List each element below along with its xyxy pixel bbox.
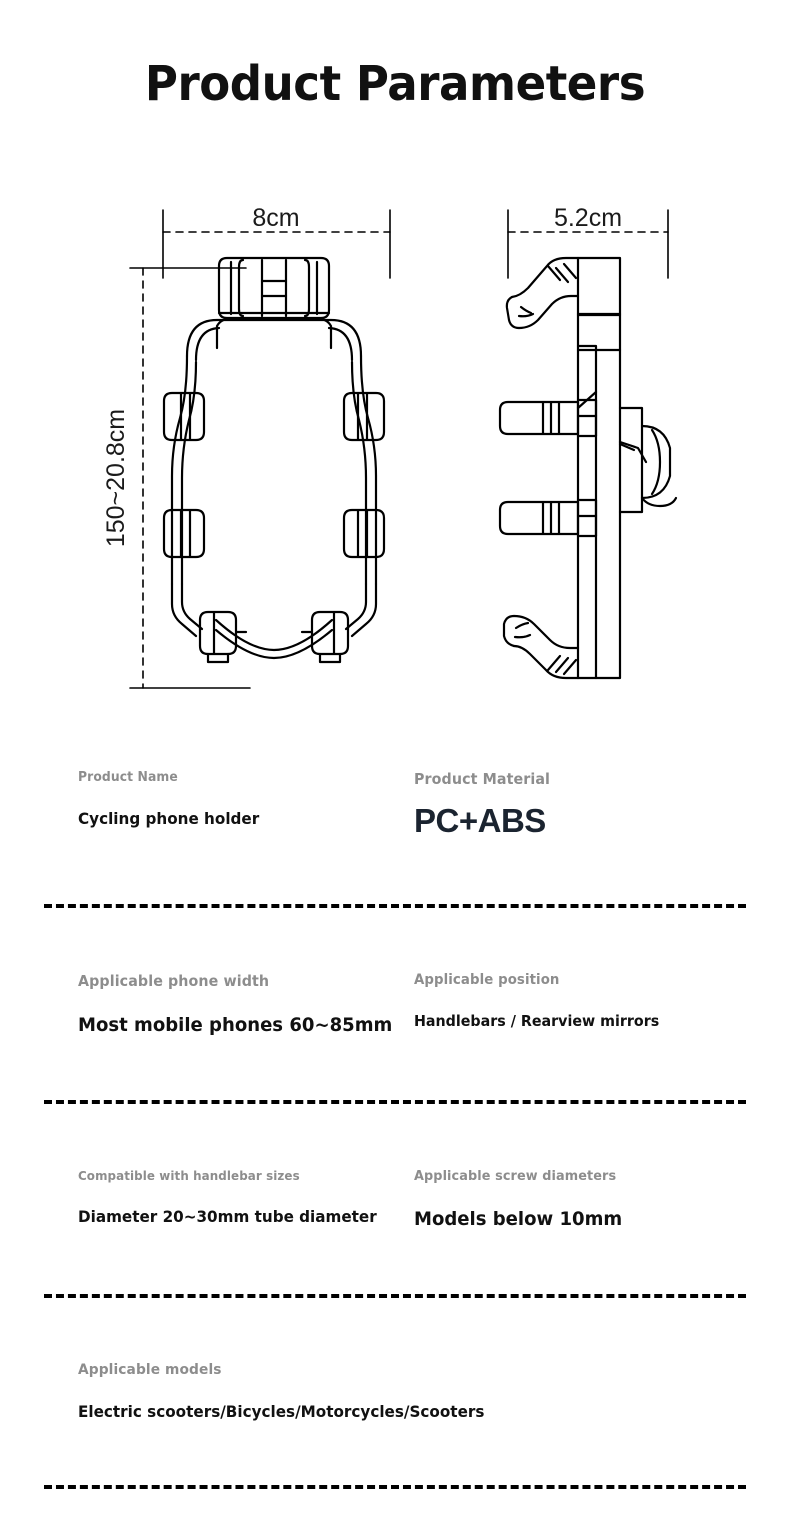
side-view-drawing [498,256,678,680]
spec-value: Handlebars / Rearview mirrors [414,1012,660,1030]
spec-cell: Product Name Cycling phone holder [0,770,406,840]
product-diagram: 8cm 5.2cm 150~20.8cm [0,180,790,740]
spec-value: Cycling phone holder [78,809,260,828]
dimension-annotations [129,209,669,689]
spec-label: Compatible with handlebar sizes [78,1168,300,1183]
spec-table: Product Name Cycling phone holder Produc… [0,770,790,1497]
spec-value: PC+ABS [414,802,546,839]
spec-row: Product Name Cycling phone holder Produc… [0,770,790,840]
spec-cell: Compatible with handlebar sizes Diameter… [0,1168,406,1230]
front-view-drawing [162,256,386,664]
spec-value: Models below 10mm [414,1208,623,1230]
spec-row: Applicable phone width Most mobile phone… [0,972,790,1036]
spec-label: Product Name [78,770,178,785]
spec-cell: Applicable screw diameters Models below … [406,1168,790,1230]
front-height-dimension-label: 150~20.8cm [102,409,130,547]
row-divider [0,896,790,916]
spec-cell: Product Material PC+ABS [406,770,790,840]
spec-label: Applicable position [414,972,560,988]
spec-value: Diameter 20~30mm tube diameter [78,1207,377,1226]
side-depth-dimension-label: 5.2cm [554,204,622,232]
spec-label: Applicable phone width [78,972,270,990]
spec-value: Electric scooters/Bicycles/Motorcycles/S… [78,1402,485,1421]
spec-row: Compatible with handlebar sizes Diameter… [0,1168,790,1230]
spec-label: Product Material [414,770,551,788]
row-divider [0,1477,790,1497]
product-diagram-svg: 8cm 5.2cm 150~20.8cm [102,204,678,689]
spec-cell: Applicable models Electric scooters/Bicy… [0,1362,485,1421]
spec-label: Applicable screw diameters [414,1168,617,1184]
front-width-dimension-label: 8cm [252,204,299,232]
spec-label: Applicable models [78,1362,222,1378]
row-divider [0,1286,790,1306]
row-divider [0,1092,790,1112]
spec-cell: Applicable position Handlebars / Rearvie… [406,972,790,1036]
spec-cell: Applicable phone width Most mobile phone… [0,972,406,1036]
page-title: Product Parameters [144,56,646,112]
spec-row: Applicable models Electric scooters/Bicy… [0,1362,790,1421]
spec-value: Most mobile phones 60~85mm [78,1014,393,1036]
